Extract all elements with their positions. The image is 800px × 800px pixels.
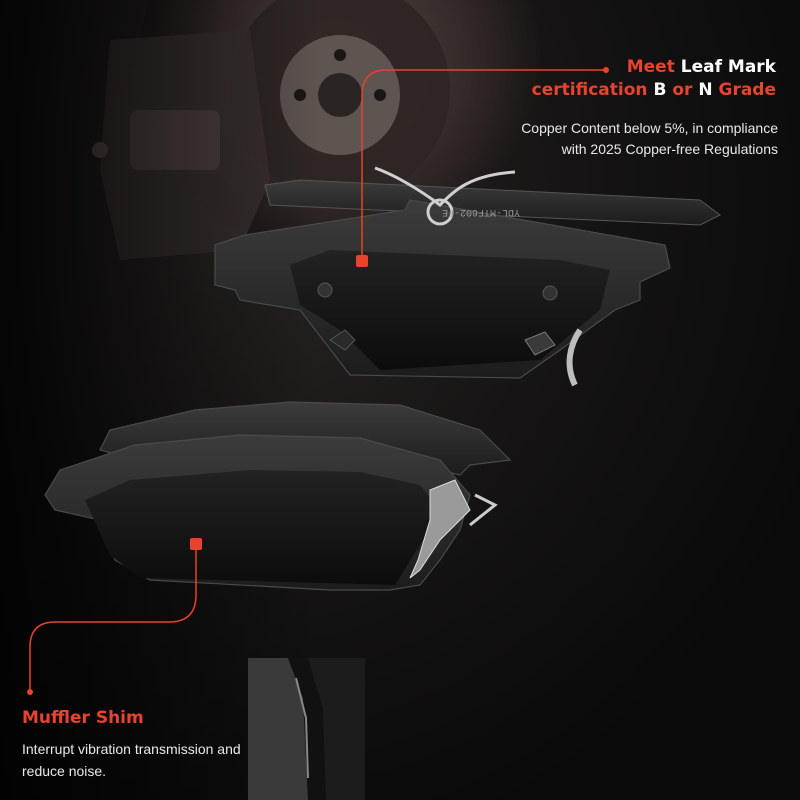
leaf-mark-title: Meet Leaf Mark certification B or N Grad…	[532, 56, 776, 102]
shim-closeup-photo	[248, 658, 365, 800]
shim-closeup-graphic	[248, 658, 365, 800]
callout-line-bottom	[29, 545, 197, 690]
copper-content-description: Copper Content below 5%, in compliance w…	[521, 120, 778, 157]
muffler-shim-title: Muffler Shim	[22, 708, 144, 728]
callout-marker-bottom	[190, 538, 202, 550]
callout-dot-top	[603, 67, 609, 73]
callout-line-top	[361, 69, 606, 262]
pad-marking-text: YDL-MTF602-FE	[442, 206, 520, 217]
title-word-leaf-mark: Leaf Mark	[680, 57, 776, 77]
front-brake-pad-set	[44, 401, 512, 591]
title-word-meet: Meet	[626, 57, 675, 77]
title-word-certification: certification	[531, 80, 648, 100]
title-word-n: N	[698, 80, 713, 100]
title-word-or: or	[672, 80, 693, 100]
rear-brake-pad-set: YDL-MTF602-FE	[214, 166, 721, 387]
muffler-shim-description: Interrupt vibration transmission and red…	[22, 741, 241, 779]
title-word-b: B	[653, 80, 667, 100]
callout-marker-top	[356, 255, 368, 267]
title-word-grade: Grade	[718, 80, 776, 100]
callout-dot-bottom	[27, 689, 33, 695]
